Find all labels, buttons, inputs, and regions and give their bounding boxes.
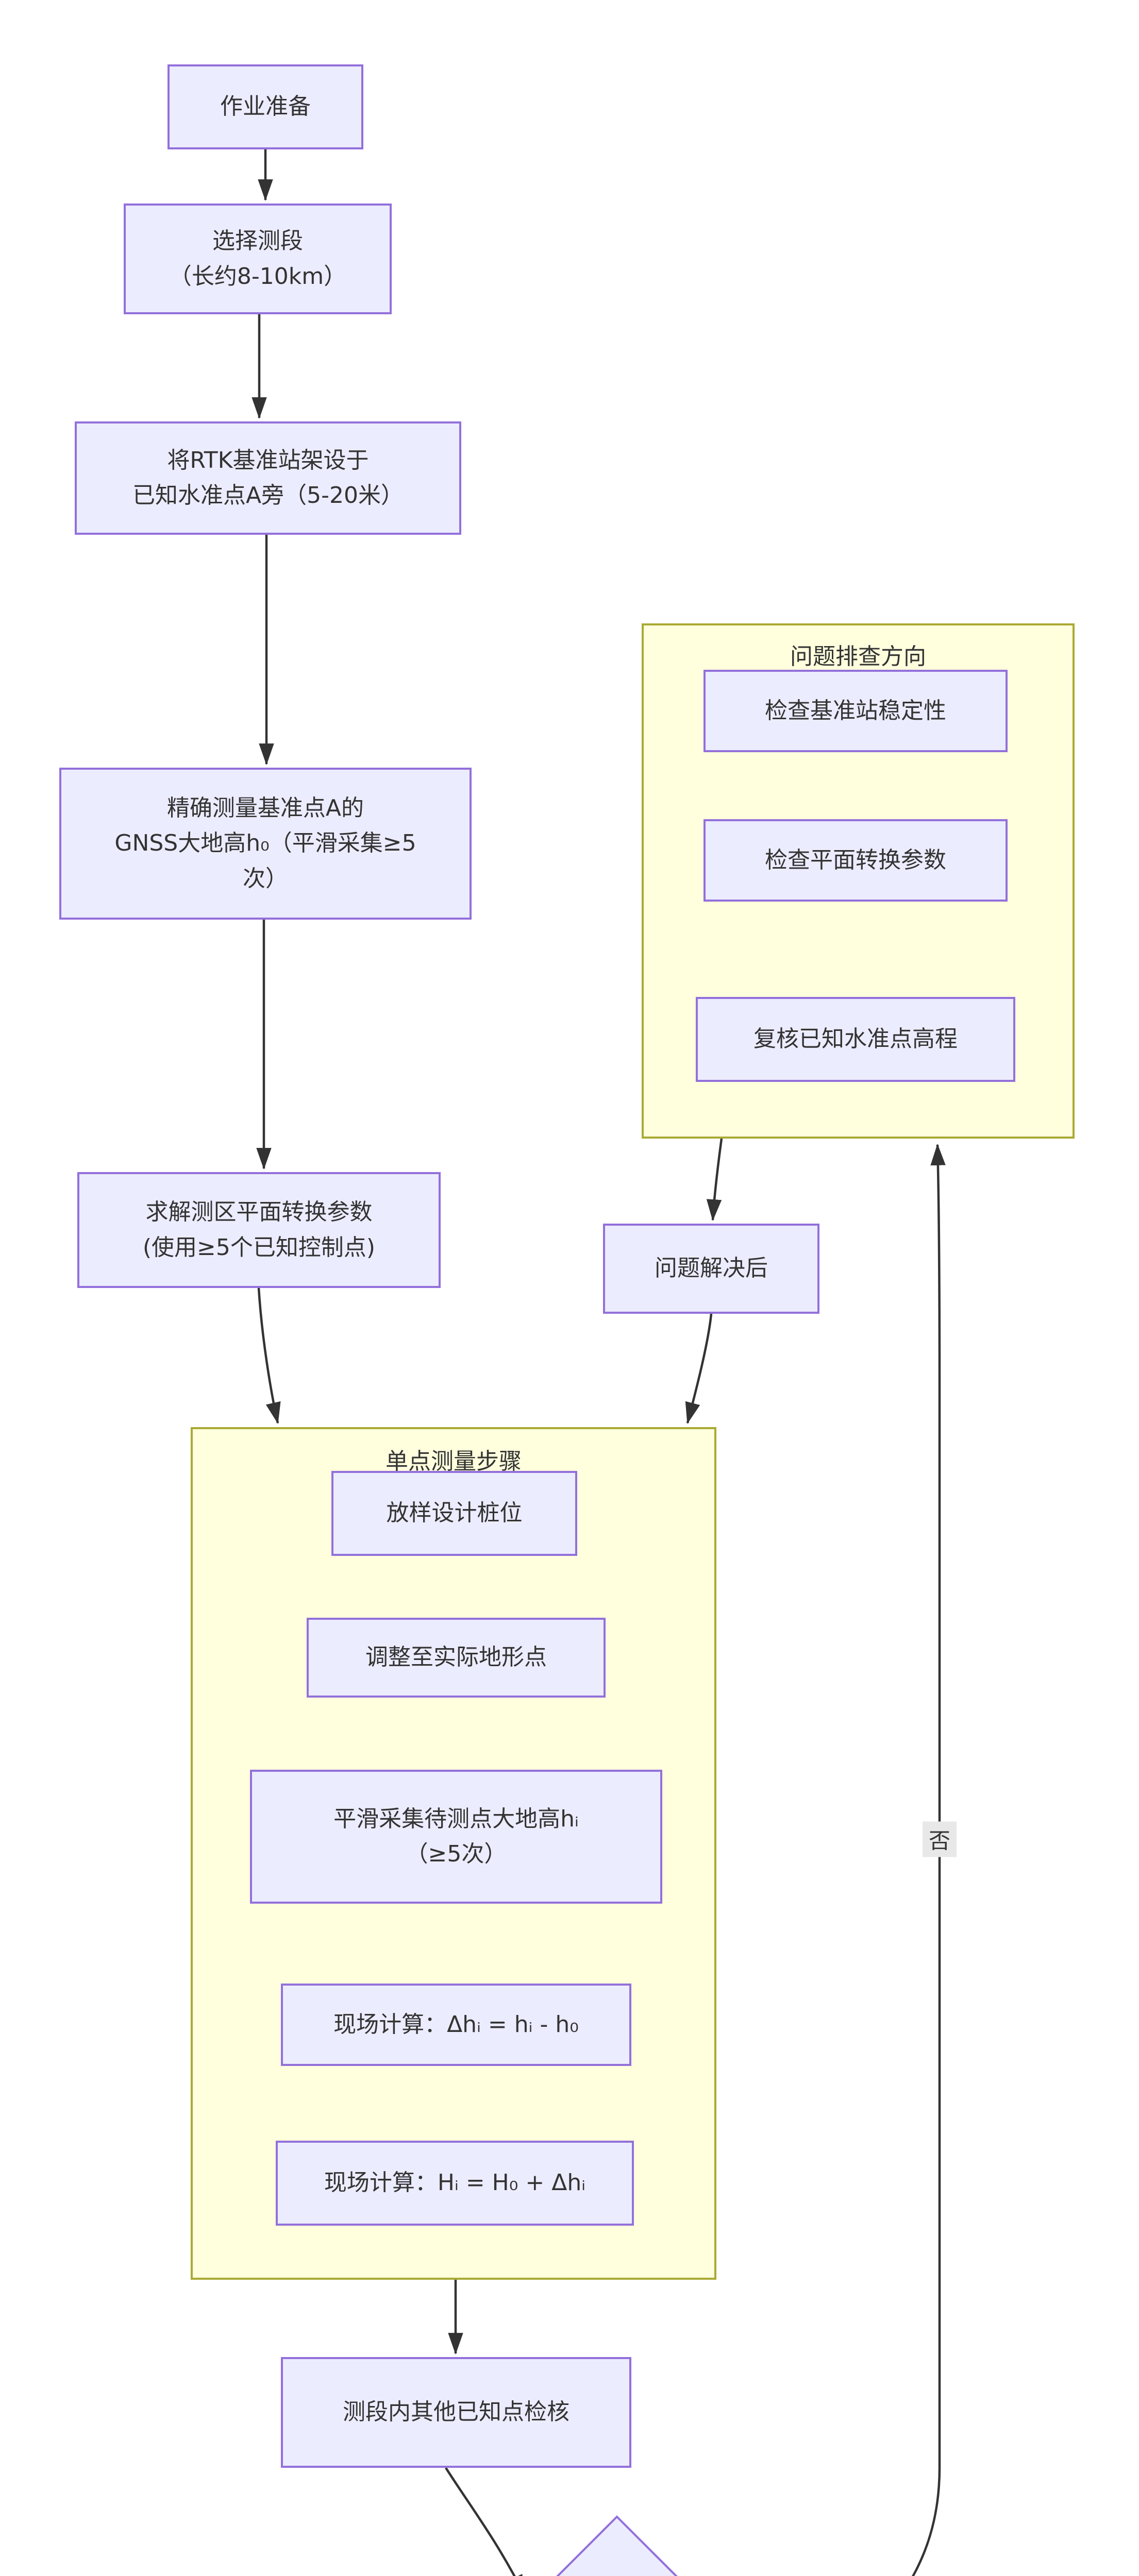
edge-problem-solved-to-single-point	[685, 1313, 713, 1425]
edge-decision-no-to-troubleshoot	[911, 1143, 946, 2576]
node-select-segment: 选择测段 （长约8-10km）	[124, 204, 392, 314]
node-check-plane-params: 检查平面转换参数	[703, 819, 1008, 902]
node-check-known-points: 测段内其他已知点检核	[281, 2357, 631, 2468]
node-calc-delta-h: 现场计算：Δhᵢ = hᵢ - h₀	[281, 1984, 631, 2066]
decision-diamond-shape	[556, 2515, 678, 2576]
node-check-base-stability: 检查基准站稳定性	[703, 670, 1008, 752]
node-adjust-to-terrain: 调整至实际地形点	[307, 1618, 606, 1698]
edge-label-no: 否	[922, 1821, 957, 1857]
node-measure-h0: 精确测量基准点A的 GNSS大地高h₀（平滑采集≥5 次）	[59, 768, 472, 920]
node-calc-elevation: 现场计算：Hᵢ = H₀ + Δhᵢ	[276, 2141, 634, 2226]
subgraph-single-point-title: 单点测量步骤	[386, 1448, 522, 1475]
node-setup-base-station: 将RTK基准站架设于 已知水准点A旁（5-20米）	[75, 421, 461, 535]
node-stakeout-design-pile: 放样设计桩位	[331, 1471, 577, 1556]
edge-check-known-to-decision	[445, 2467, 525, 2576]
node-problem-solved: 问题解决后	[603, 1224, 819, 1314]
edge-solve-params-to-single-point	[257, 1287, 281, 1425]
node-prepare: 作业准备	[167, 64, 363, 149]
node-solve-transform-params: 求解测区平面转换参数 (使用≥5个已知控制点)	[77, 1172, 441, 1288]
edge-troubleshoot-to-problem-solved	[706, 1138, 723, 1222]
subgraph-troubleshoot-title: 问题排查方向	[790, 643, 926, 670]
node-collect-hi: 平滑采集待测点大地高hᵢ （≥5次）	[250, 1770, 662, 1904]
node-recheck-benchmark-height: 复核已知水准点高程	[696, 997, 1015, 1082]
